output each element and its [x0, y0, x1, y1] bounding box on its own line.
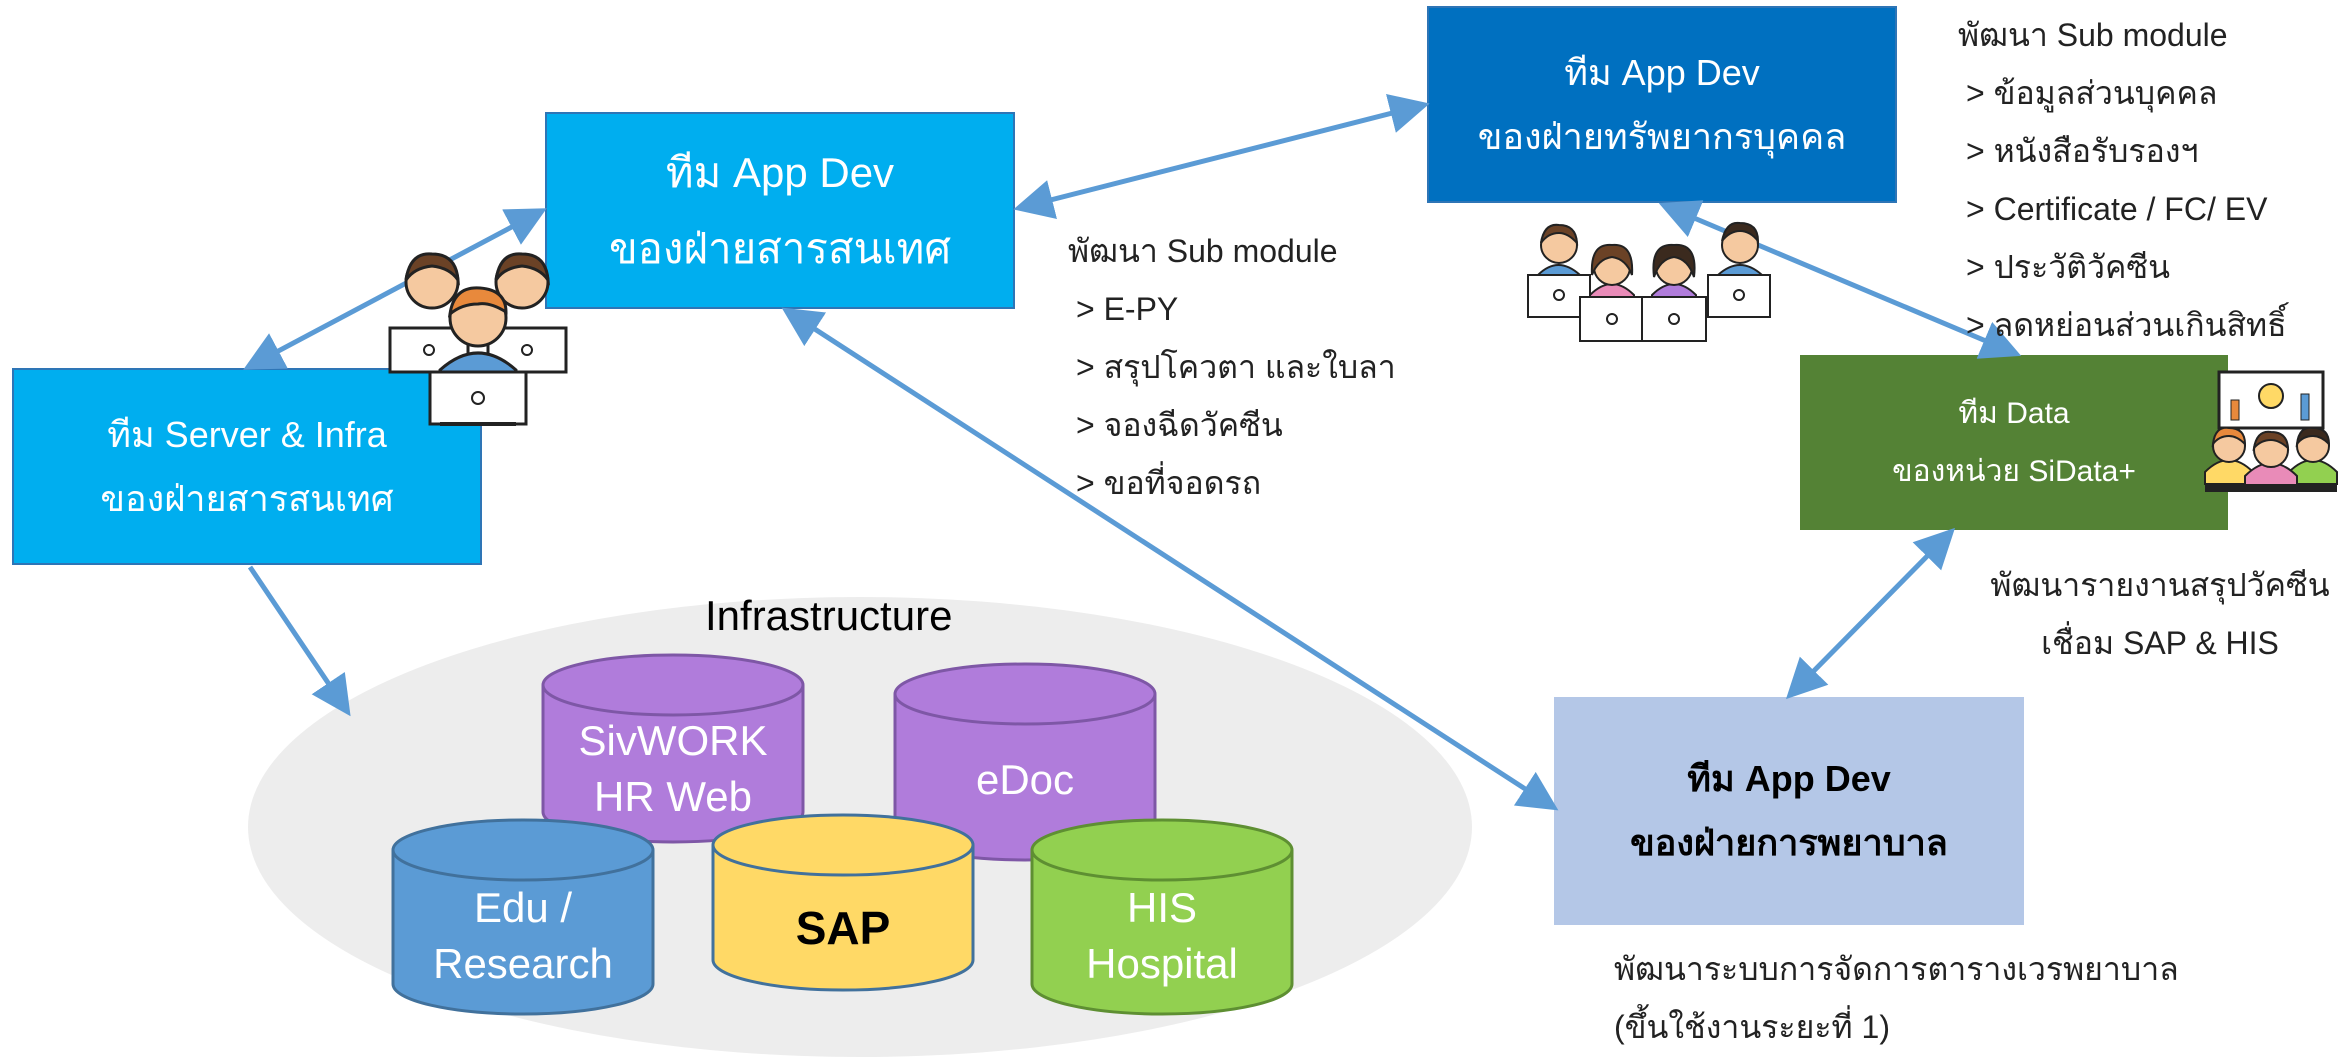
- hr-submodule-note: พัฒนา Sub module > ข้อมูลส่วนบุคคล > หนั…: [1958, 6, 2287, 354]
- sivwork-cylinder: [541, 653, 805, 844]
- arrow-it-server: [243, 208, 547, 370]
- it-submodule-item: > E-PY: [1076, 291, 1179, 327]
- arrow-server-infra: [247, 565, 351, 717]
- it-submodule-title: พัฒนา Sub module: [1068, 233, 1338, 269]
- his-line1: HIS: [1126, 884, 1197, 931]
- appdev-hr-line1: ทีม App Dev: [1564, 51, 1760, 93]
- nursing-system-line2: (ขึ้นใช้งานระยะที่ 1): [1614, 1009, 1890, 1045]
- appdev-nursing-box: ทีม App Dev ของฝ่ายการพยาบาล: [1554, 697, 2024, 925]
- appdev-nursing-line2: ของฝ่ายการพยาบาล: [1630, 822, 1948, 863]
- sivwork-line2: HR Web: [594, 773, 752, 820]
- sap-cylinder: [711, 813, 975, 992]
- hr-submodule-item: > Certificate / FC/ EV: [1966, 191, 2268, 227]
- hr-submodule-item: > ประวัติวัคซีน: [1966, 249, 2170, 285]
- edu-label: Edu / Research: [393, 880, 653, 992]
- arrow-data-nursing: [1785, 527, 1956, 700]
- data-report-line2: เชื่อม SAP & HIS: [2041, 625, 2279, 661]
- arrow-it-hr: [1013, 94, 1430, 219]
- data-sidata-box: ทีม Data ของหน่วย SiData+: [1800, 355, 2228, 530]
- his-label: HIS Hospital: [1032, 880, 1292, 992]
- sap-label: SAP: [713, 900, 973, 956]
- server-infra-line2: ของฝ่ายสารสนเทศ: [100, 477, 394, 519]
- data-report-line1: พัฒนารายงานสรุปวัคซีน: [1990, 567, 2330, 603]
- it-submodule-item: > ขอที่จอดรถ: [1076, 465, 1262, 501]
- sivwork-line1: SivWORK: [578, 717, 768, 764]
- his-line2: Hospital: [1086, 940, 1238, 987]
- server-infra-box: ทีม Server & Infra ของฝ่ายสารสนเทศ: [12, 368, 482, 565]
- appdev-it-box: ทีม App Dev ของฝ่ายสารสนเทศ: [545, 112, 1015, 309]
- edu-line1: Edu /: [473, 884, 573, 931]
- data-sidata-line2: ของหน่วย SiData+: [1892, 454, 2136, 488]
- nursing-system-note: พัฒนาระบบการจัดการตารางเวรพยาบาล (ขึ้นใช…: [1614, 940, 2179, 1056]
- appdev-nursing-line1: ทีม App Dev: [1687, 758, 1891, 799]
- nursing-system-line1: พัฒนาระบบการจัดการตารางเวรพยาบาล: [1614, 951, 2179, 987]
- edu-line2: Research: [433, 940, 613, 987]
- hr-submodule-item: > หนังสือรับรองฯ: [1966, 133, 2199, 169]
- data-report-note: พัฒนารายงานสรุปวัคซีน เชื่อม SAP & HIS: [1990, 556, 2330, 672]
- appdev-it-line1: ทีม App Dev: [665, 148, 895, 196]
- arrow-it-nursing: [781, 307, 1559, 811]
- sivwork-label: SivWORK HR Web: [543, 713, 803, 825]
- hr-submodule-title: พัฒนา Sub module: [1958, 17, 2228, 53]
- appdev-hr-box: ทีม App Dev ของฝ่ายทรัพยากรบุคคล: [1427, 6, 1897, 203]
- appdev-hr-line2: ของฝ่ายทรัพยากรบุคคล: [1477, 115, 1847, 157]
- data-sidata-line1: ทีม Data: [1958, 396, 2070, 430]
- it-submodule-item: > จองฉีดวัคซีน: [1076, 407, 1283, 443]
- hr-submodule-item: > ข้อมูลส่วนบุคคล: [1966, 75, 2218, 111]
- his-cylinder: [1030, 818, 1294, 1016]
- server-infra-line1: ทีม Server & Infra: [107, 413, 387, 455]
- sap-line1: SAP: [795, 902, 891, 954]
- edu-cylinder: [391, 818, 655, 1016]
- hr-submodule-item: > ลดหย่อนส่วนเกินสิทธิ์: [1966, 307, 2287, 343]
- it-submodule-note: พัฒนา Sub module > E-PY > สรุปโควตา และใ…: [1068, 222, 1396, 512]
- appdev-it-line2: ของฝ่ายสารสนเทศ: [608, 224, 952, 272]
- it-submodule-item: > สรุปโควตา และใบลา: [1076, 349, 1396, 385]
